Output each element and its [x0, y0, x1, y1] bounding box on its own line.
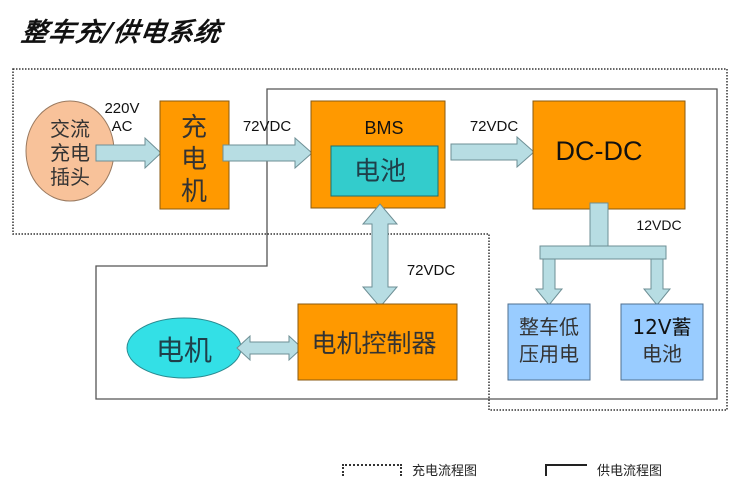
bms-label: BMS [364, 118, 403, 138]
ac-plug-label-line2: 充电 [50, 141, 90, 165]
dotted-line-swatch [342, 463, 402, 476]
dcdc-node: DC-DC [532, 100, 686, 210]
motor-controller-node: 电机控制器 [297, 303, 458, 381]
arrow-bms-to-dcdc [450, 135, 535, 169]
dcdc-label: DC-DC [556, 136, 643, 166]
arrow-charger-to-bms [222, 136, 313, 170]
charger-label-line2: 电 [181, 145, 207, 175]
edge-label-dcdc-12v: 12VDC [636, 217, 681, 233]
ac-plug-label-line3: 插头 [50, 165, 90, 189]
edge-label-220v: 220V [104, 100, 139, 117]
arrow-dcdc-to-loads [534, 202, 672, 306]
legend-item-supply: 供电流程图 [545, 460, 662, 479]
system-diagram: 交流 充电 插头 220V AC 充 电 机 72VDC BMS 电池 72VD… [12, 68, 728, 411]
arrow-plug-to-charger [95, 136, 162, 170]
ac-plug-label-line1: 交流 [50, 117, 90, 141]
charger-label-line1: 充 [181, 113, 207, 143]
arrow-motor-to-controller [236, 334, 303, 362]
legend: 充电流程图 供电流程图 [340, 458, 753, 479]
low-voltage-load-line2: 压用电 [519, 342, 579, 366]
charger-label-line3: 机 [181, 177, 207, 207]
battery-label: 电池 [354, 157, 406, 187]
solid-line-swatch [545, 463, 587, 476]
bms-node: BMS 电池 [310, 100, 446, 209]
arrow-bms-to-controller [361, 203, 399, 308]
low-voltage-load-line1: 整车低 [519, 315, 579, 339]
motor-label: 电机 [156, 334, 212, 367]
aux-battery-line2: 电池 [642, 342, 682, 366]
aux-battery-node: 12V蓄 电池 [620, 303, 704, 381]
legend-label-supply: 供电流程图 [597, 464, 663, 479]
edge-label-ac: AC [112, 118, 133, 135]
power-supply-boundary [95, 88, 718, 400]
edge-label-charger-bms: 72VDC [243, 118, 292, 135]
low-voltage-load-node: 整车低 压用电 [507, 303, 591, 381]
ac-charging-plug-node: 交流 充电 插头 [25, 100, 115, 202]
legend-label-charging: 充电流程图 [412, 464, 478, 479]
edge-label-bms-dcdc: 72VDC [470, 118, 519, 135]
motor-node: 电机 [126, 317, 242, 379]
aux-battery-line1: 12V蓄 [632, 315, 691, 339]
battery-node: 电池 [330, 145, 439, 197]
legend-item-charging: 充电流程图 [342, 460, 477, 479]
edge-label-bms-controller: 72VDC [407, 262, 456, 279]
motor-controller-label: 电机控制器 [311, 329, 436, 358]
charging-flow-boundary [12, 68, 728, 411]
charger-node: 充 电 机 [159, 100, 230, 210]
